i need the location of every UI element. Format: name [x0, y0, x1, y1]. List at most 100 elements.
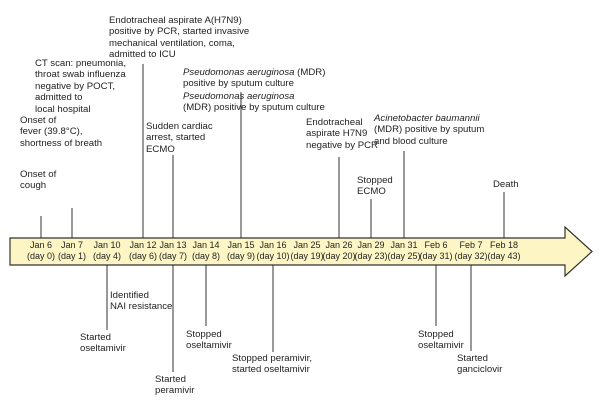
event-label-line: Onset of: [20, 169, 57, 180]
date-label: Jan 10: [93, 240, 121, 250]
event-label-line: positive by PCR, started invasive: [109, 26, 250, 38]
event-label-line: NAI resistance: [110, 301, 173, 313]
timeline-date: Jan 26(day 20): [319, 240, 359, 262]
event-label-line: Endotracheal: [306, 117, 363, 128]
day-label: (day 31): [419, 251, 453, 261]
day-label: (day 6): [128, 251, 157, 261]
event-label-line: cough: [20, 180, 47, 192]
event-label-line: fever (39.8°C),: [20, 126, 83, 138]
day-label: (day 23): [354, 251, 388, 261]
event-label-line: Sudden cardiac: [146, 121, 213, 132]
day-label: (day 1): [57, 251, 86, 261]
event-label: CT scan: pneumonia,throat swab influenza…: [35, 58, 126, 115]
event-label-line: positive by sputum culture: [183, 78, 294, 90]
date-label: Jan 29: [357, 240, 385, 250]
date-label: Jan 15: [227, 240, 255, 250]
date-label: Jan 31: [390, 240, 418, 250]
date-label: Jan 16: [259, 240, 287, 250]
date-label: Feb 7: [459, 240, 483, 250]
event-label-line: local hospital: [35, 103, 91, 115]
event-label: Pseudomonas aeruginosa(MDR) positive by …: [183, 91, 325, 114]
day-label: (day 0): [26, 251, 55, 261]
timeline-date: Jan 16(day 10): [253, 240, 293, 262]
date-label: Jan 6: [29, 240, 53, 250]
event-label-line: Started: [80, 332, 111, 343]
organism-name: Acinetobacter baumannii: [374, 113, 480, 124]
event-label: Death: [493, 179, 519, 190]
date-label: Jan 14: [192, 240, 220, 250]
event-label-line: Stopped peramivir,: [232, 353, 312, 364]
timeline-date: Jan 15(day 9): [221, 240, 261, 262]
event-label-line: ECMO: [146, 143, 175, 155]
day-label: (day 19): [290, 251, 324, 261]
event-label-line: Pseudomonas aeruginosa: [183, 91, 325, 102]
event-label: Endotracheal aspirate A(H7N9)positive by…: [109, 15, 249, 61]
date-label: Jan 7: [60, 240, 84, 250]
event-label-line: oseltamivir: [418, 340, 464, 352]
event-label-line: and blood culture: [374, 135, 448, 147]
event-label-line: throat swab influenza: [35, 69, 126, 81]
connector-lines: [40, 64, 505, 372]
date-label: Jan 26: [325, 240, 353, 250]
timeline-date: Jan 10(day 4): [87, 240, 127, 262]
event-label-line: Stopped: [186, 329, 222, 340]
event-label-line: Identified: [110, 290, 149, 301]
event-label-line: started oseltamivir: [232, 364, 310, 376]
event-label-line: Acinetobacter baumannii: [374, 113, 484, 124]
organism-name: Pseudomonas aeruginosa: [183, 91, 295, 102]
timeline-date: Jan 6(day 0): [21, 240, 61, 262]
event-label-line: admitted to ICU: [109, 49, 176, 61]
event-label-line: oseltamivir: [186, 340, 232, 352]
event-label: Pseudomonas aeruginosa (MDR)positive by …: [183, 67, 325, 90]
timeline-date: Feb 6(day 31): [416, 240, 456, 262]
day-label: (day 32): [454, 251, 488, 261]
timeline-date: Feb 18(day 43): [484, 240, 524, 262]
event-label-line: CT scan: pneumonia,: [35, 58, 127, 69]
event-label-line: peramivir: [155, 385, 195, 397]
event-label-line: Stopped: [357, 175, 393, 186]
timeline-arrow: [9, 225, 593, 278]
day-label: (day 10): [256, 251, 290, 261]
event-label-line: aspirate H7N9: [306, 128, 368, 140]
day-label: (day 25): [387, 251, 421, 261]
timeline-date: Jan 14(day 8): [186, 240, 226, 262]
date-label: Jan 25: [293, 240, 321, 250]
timeline-date: Jan 25(day 19): [287, 240, 327, 262]
timeline-date: Jan 29(day 23): [351, 240, 391, 262]
event-label-line: negative by PCR: [306, 139, 378, 151]
event-label-line: oseltamivir: [80, 343, 126, 355]
event-label-line: (MDR) positive by sputum: [374, 124, 485, 136]
date-label: Jan 13: [159, 240, 187, 250]
event-label-line: Pseudomonas aeruginosa (MDR): [183, 67, 326, 78]
timeline-date: Jan 13(day 7): [153, 240, 193, 262]
day-label: (day 4): [92, 251, 121, 261]
day-label: (day 9): [226, 251, 255, 261]
date-label: Jan 12: [129, 240, 157, 250]
event-label-line: negative by POCT,: [35, 80, 115, 92]
event-label-line: Onset of: [20, 115, 57, 126]
timeline-date: Feb 7(day 32): [451, 240, 491, 262]
event-label-line: ECMO: [357, 186, 386, 198]
event-label-line: Death: [493, 179, 519, 190]
event-label-line: (MDR) positive by sputum culture: [183, 102, 325, 114]
event-label-line: admitted to: [35, 92, 83, 104]
timeline-date: Jan 31(day 25): [384, 240, 424, 262]
date-label: Feb 18: [489, 240, 519, 250]
date-label: Feb 6: [424, 240, 448, 250]
timeline-date: Jan 12(day 6): [123, 240, 163, 262]
day-label: (day 8): [191, 251, 220, 261]
event-label-line: shortness of breath: [20, 137, 103, 149]
event-label-line: mechanical ventilation, coma,: [109, 37, 235, 49]
event-label-line: Started: [155, 374, 186, 385]
